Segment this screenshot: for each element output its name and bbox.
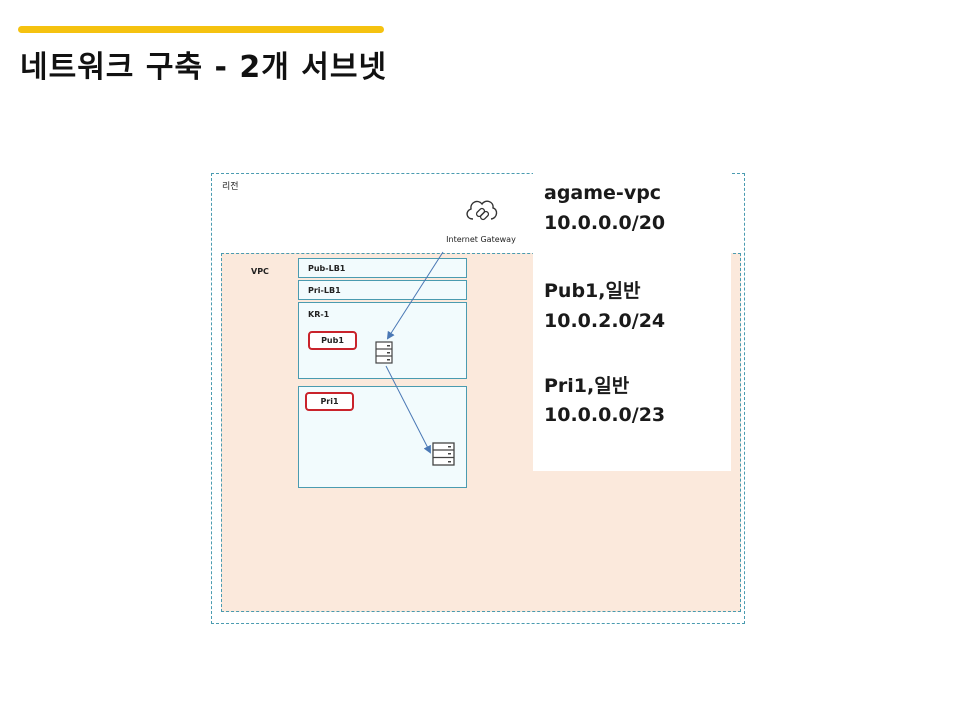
- pri-lb1-label: Pri-LB1: [308, 286, 341, 295]
- server-icon: [432, 442, 455, 466]
- server-icon: [375, 341, 393, 364]
- kr1-label: KR-1: [308, 310, 330, 319]
- pub-lb1-label: Pub-LB1: [308, 264, 346, 273]
- pri-subnet-name: Pri1,일반: [544, 375, 630, 397]
- subnet-info-panel: agame-vpc 10.0.0.0/20 Pub1,일반 10.0.2.0/2…: [533, 173, 731, 471]
- pub-lb1-box: Pub-LB1: [298, 258, 467, 278]
- pri1-subnet-tag: Pri1: [305, 392, 354, 411]
- pub1-tag-label: Pub1: [321, 336, 344, 345]
- page-title: 네트워크 구축 - 2개 서브넷: [20, 50, 388, 85]
- pri-subnet-cidr: 10.0.0.0/23: [544, 404, 666, 426]
- pub-subnet-cidr: 10.0.2.0/24: [544, 310, 666, 332]
- vpc-label: VPC: [251, 267, 269, 276]
- cloud-link-icon: [466, 200, 498, 221]
- pub1-subnet-tag: Pub1: [308, 331, 357, 350]
- internet-gateway-label: Internet Gateway: [446, 235, 516, 244]
- pub-subnet-name: Pub1,일반: [544, 280, 641, 302]
- private-subnet-box: Pri1: [298, 386, 467, 488]
- pri-lb1-box: Pri-LB1: [298, 280, 467, 300]
- kr1-public-subnet-box: KR-1 Pub1: [298, 302, 467, 379]
- internet-gateway: Internet Gateway: [440, 195, 522, 244]
- vpc-name: agame-vpc: [544, 182, 662, 204]
- vpc-cidr: 10.0.0.0/20: [544, 212, 666, 234]
- region-label: 리전: [222, 182, 239, 192]
- title-accent-bar: [18, 26, 384, 33]
- pri1-tag-label: Pri1: [320, 397, 339, 406]
